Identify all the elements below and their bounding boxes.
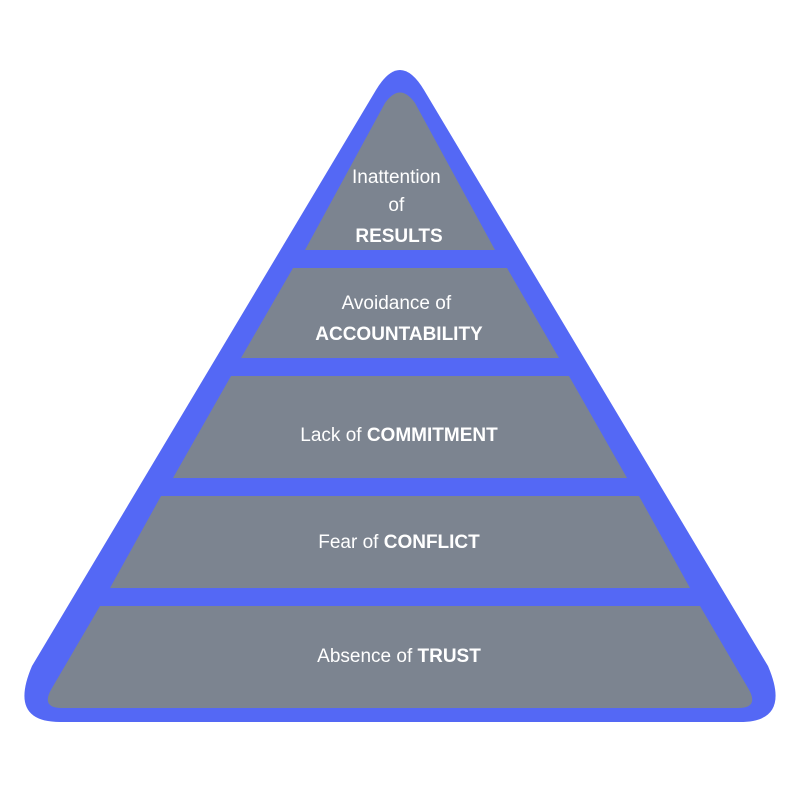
tier-commitment-shape [173, 376, 627, 478]
tier-commitment-label: Lack of COMMITMENT [300, 425, 498, 446]
tier-commitment-regular: Lack of [300, 425, 367, 446]
tier-results-shape [305, 92, 495, 250]
tier-trust-shape [47, 606, 753, 708]
tier-trust-regular: Absence of [317, 646, 417, 667]
tier-trust-label: Absence of TRUST [317, 646, 481, 667]
tier-results-line-3: RESULTS [355, 226, 442, 247]
tier-results-line-1: Inattention [352, 167, 441, 188]
tier-conflict-bold: CONFLICT [384, 532, 480, 553]
tier-results-label: Inattention of RESULTS [352, 167, 446, 247]
tier-conflict-regular: Fear of [318, 532, 383, 553]
tier-commitment-bold: COMMITMENT [367, 425, 498, 446]
tier-results-line-2: of [388, 195, 405, 216]
tier-accountability: Avoidance of ACCOUNTABILITY [241, 268, 559, 358]
tier-conflict-shape [110, 496, 690, 588]
tier-accountability-line-2: ACCOUNTABILITY [315, 324, 483, 345]
tier-conflict-label: Fear of CONFLICT [318, 532, 480, 553]
tier-trust: Absence of TRUST [47, 606, 753, 708]
tier-accountability-label: Avoidance of ACCOUNTABILITY [315, 293, 483, 345]
tier-results: Inattention of RESULTS [305, 92, 495, 250]
tier-conflict: Fear of CONFLICT [110, 496, 690, 588]
tier-accountability-shape [241, 268, 559, 358]
tier-accountability-line-1: Avoidance of [342, 293, 452, 314]
tier-trust-bold: TRUST [418, 646, 482, 667]
tier-commitment: Lack of COMMITMENT [173, 376, 627, 478]
